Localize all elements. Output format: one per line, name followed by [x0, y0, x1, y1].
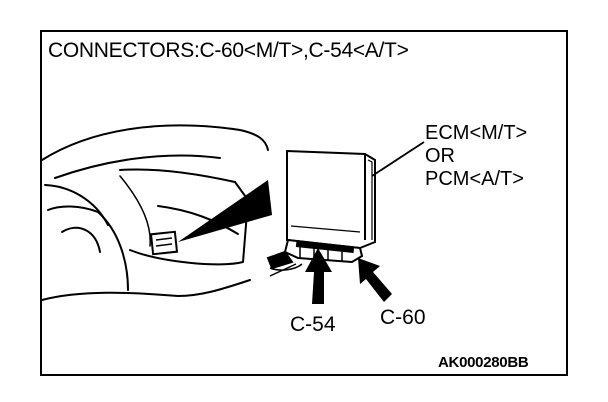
dash-connector-icon	[149, 230, 179, 256]
c60-arrow-icon	[358, 258, 392, 302]
c54-arrow-icon	[305, 248, 332, 304]
dashboard-contour	[61, 226, 101, 253]
module-label: ECM<M/T> OR PCM<A/T>	[425, 122, 528, 190]
dash-arc	[119, 175, 151, 247]
dashboard-inner-line	[54, 154, 221, 179]
location-pointer	[178, 180, 272, 242]
glovebox-left	[44, 184, 109, 226]
figure-code: AK000280BB	[438, 354, 529, 371]
diagram-frame	[40, 30, 568, 376]
ecm-module	[286, 149, 376, 250]
connector-c54-label: C-54	[290, 313, 336, 336]
dashboard-lower	[47, 205, 129, 291]
dashboard-edge	[41, 279, 251, 301]
ecm-leader-line	[371, 141, 425, 177]
diagram-title: CONNECTORS:C-60<M/T>,C-54<A/T>	[48, 39, 409, 62]
connector-c60-label: C-60	[380, 306, 426, 329]
dashboard-outline	[41, 124, 269, 161]
dashboard-contour-2	[157, 205, 239, 235]
connector-detail	[295, 240, 355, 254]
